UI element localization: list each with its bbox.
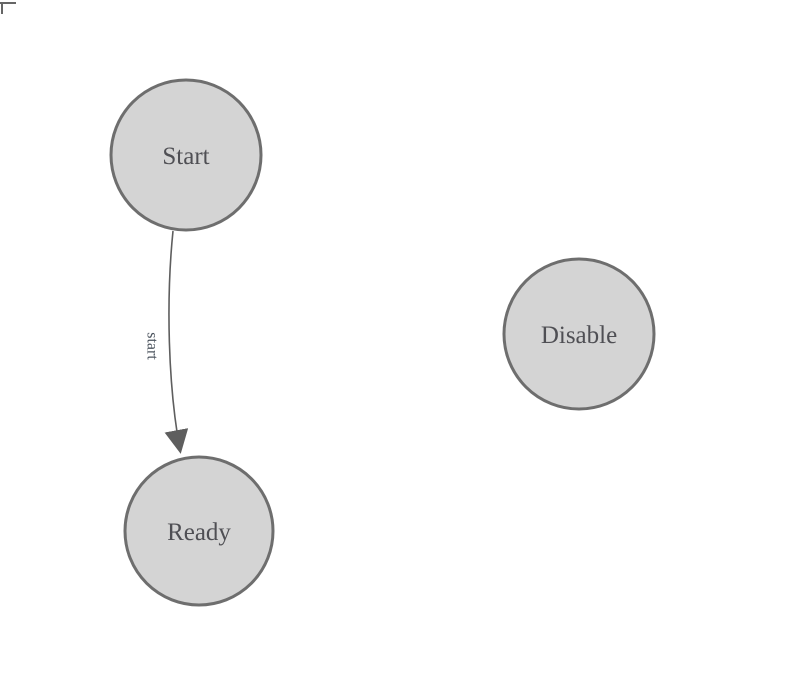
state-node-disable-label: Disable (541, 322, 617, 349)
state-node-start[interactable]: Start (109, 78, 263, 232)
transition-path[interactable] (164, 230, 189, 454)
state-node-disable-circle[interactable] (502, 257, 656, 411)
canvas-origin-marker (0, 2, 16, 14)
state-node-disable[interactable]: Disable (502, 257, 656, 411)
state-node-start-circle[interactable] (109, 78, 263, 232)
transition-label[interactable]: start (144, 332, 161, 360)
state-node-ready-circle[interactable] (123, 455, 275, 607)
state-node-ready-label: Ready (167, 519, 231, 546)
state-node-ready[interactable]: Ready (123, 455, 275, 607)
state-node-start-label: Start (162, 143, 209, 170)
transition-edge-start-to-ready[interactable]: start (144, 230, 189, 454)
